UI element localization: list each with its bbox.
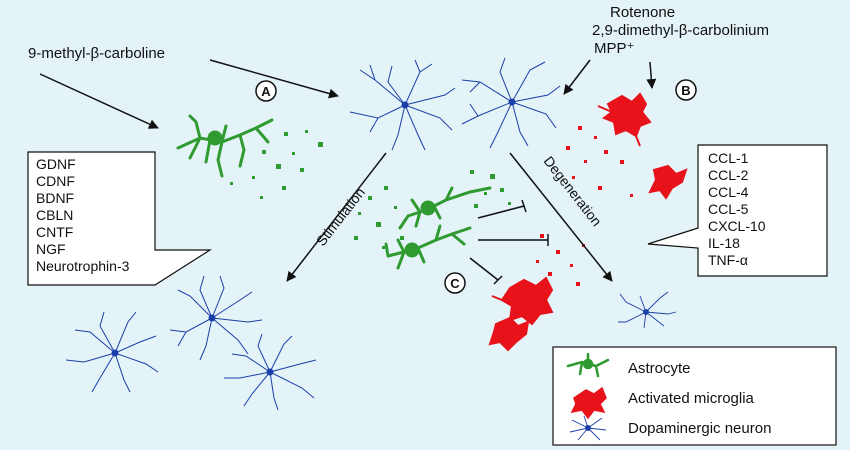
arrow-degeneration xyxy=(509,152,613,282)
factor-right: CCL-5 xyxy=(708,201,749,217)
microglia-panel-c xyxy=(488,276,554,352)
factor-right: CCL-4 xyxy=(708,184,749,200)
factors-left-callout xyxy=(27,151,213,286)
toxin-mpp: MPP⁺ xyxy=(594,40,634,57)
factor-left: BDNF xyxy=(36,190,74,206)
arrow-toxin-to-neuron xyxy=(209,59,339,99)
legend-neuron-icon xyxy=(569,415,607,441)
legend-microglia-icon xyxy=(570,386,607,420)
factor-left: GDNF xyxy=(36,156,76,172)
microglia-panel-b xyxy=(597,92,688,200)
arrow-toxin-to-microglia xyxy=(646,61,657,89)
inhibition-lines xyxy=(469,199,549,285)
astrocyte-secreted-dots-a xyxy=(230,130,323,199)
neuron-bottom-center xyxy=(65,311,159,393)
astrocyte-panel-c-upper xyxy=(398,186,492,230)
toxin-rotenone: Rotenone xyxy=(610,4,675,21)
arrow-label-degeneration: Degeneration xyxy=(541,153,605,229)
neuron-bottom-left xyxy=(169,275,263,361)
toxin-dimethyl-carbolinium: 2,9-dimethyl-β-carbolinium xyxy=(592,22,769,39)
svg-text:C: C xyxy=(450,276,460,291)
arrow-toxin-to-neuron-right xyxy=(563,59,591,95)
legend-neuron-label: Dopaminergic neuron xyxy=(628,420,771,437)
legend-astrocyte-label: Astrocyte xyxy=(628,360,691,377)
astrocyte-secreted-dots-c xyxy=(354,170,511,249)
neuron-bottom-right xyxy=(224,333,317,411)
legend-astrocyte-icon xyxy=(566,352,610,378)
toxin-label-left: 9-methyl-β-carboline xyxy=(28,45,165,62)
panel-marker-b: B xyxy=(675,79,697,101)
arrow-toxin-to-astrocyte xyxy=(39,73,159,129)
legend: Astrocyte Activated microglia Dopaminerg… xyxy=(552,346,837,446)
factor-left: CBLN xyxy=(36,207,73,223)
svg-text:B: B xyxy=(681,83,690,98)
panel-marker-a: A xyxy=(255,80,277,102)
factor-left: Neurotrophin-3 xyxy=(36,258,130,274)
legend-microglia-label: Activated microglia xyxy=(628,390,755,407)
factors-right-list: CCL-1 CCL-2 CCL-4 CCL-5 CXCL-10 IL-18 TN… xyxy=(708,150,766,268)
factor-left: CDNF xyxy=(36,173,75,189)
neuron-bottom-small xyxy=(618,291,677,329)
arrow-label-stimulation: Stimulation xyxy=(313,184,368,248)
astrocyte-panel-c-lower xyxy=(384,224,472,270)
factors-right-callout xyxy=(647,144,828,277)
factor-right: TNF-α xyxy=(708,252,748,268)
svg-text:A: A xyxy=(261,84,271,99)
factor-left: CNTF xyxy=(36,224,73,240)
neuron-top-right xyxy=(461,57,561,149)
factor-left: NGF xyxy=(36,241,66,257)
factor-right: IL-18 xyxy=(708,235,740,251)
factors-left-list: GDNF CDNF BDNF CBLN CNTF NGF Neurotrophi… xyxy=(36,156,130,274)
factor-right: CCL-1 xyxy=(708,150,749,166)
arrow-stimulation xyxy=(286,152,387,282)
factor-right: CXCL-10 xyxy=(708,218,766,234)
panel-marker-c: C xyxy=(444,272,466,294)
factor-right: CCL-2 xyxy=(708,167,749,183)
neuron-top-left xyxy=(349,59,456,151)
astrocyte-panel-a xyxy=(176,114,274,178)
